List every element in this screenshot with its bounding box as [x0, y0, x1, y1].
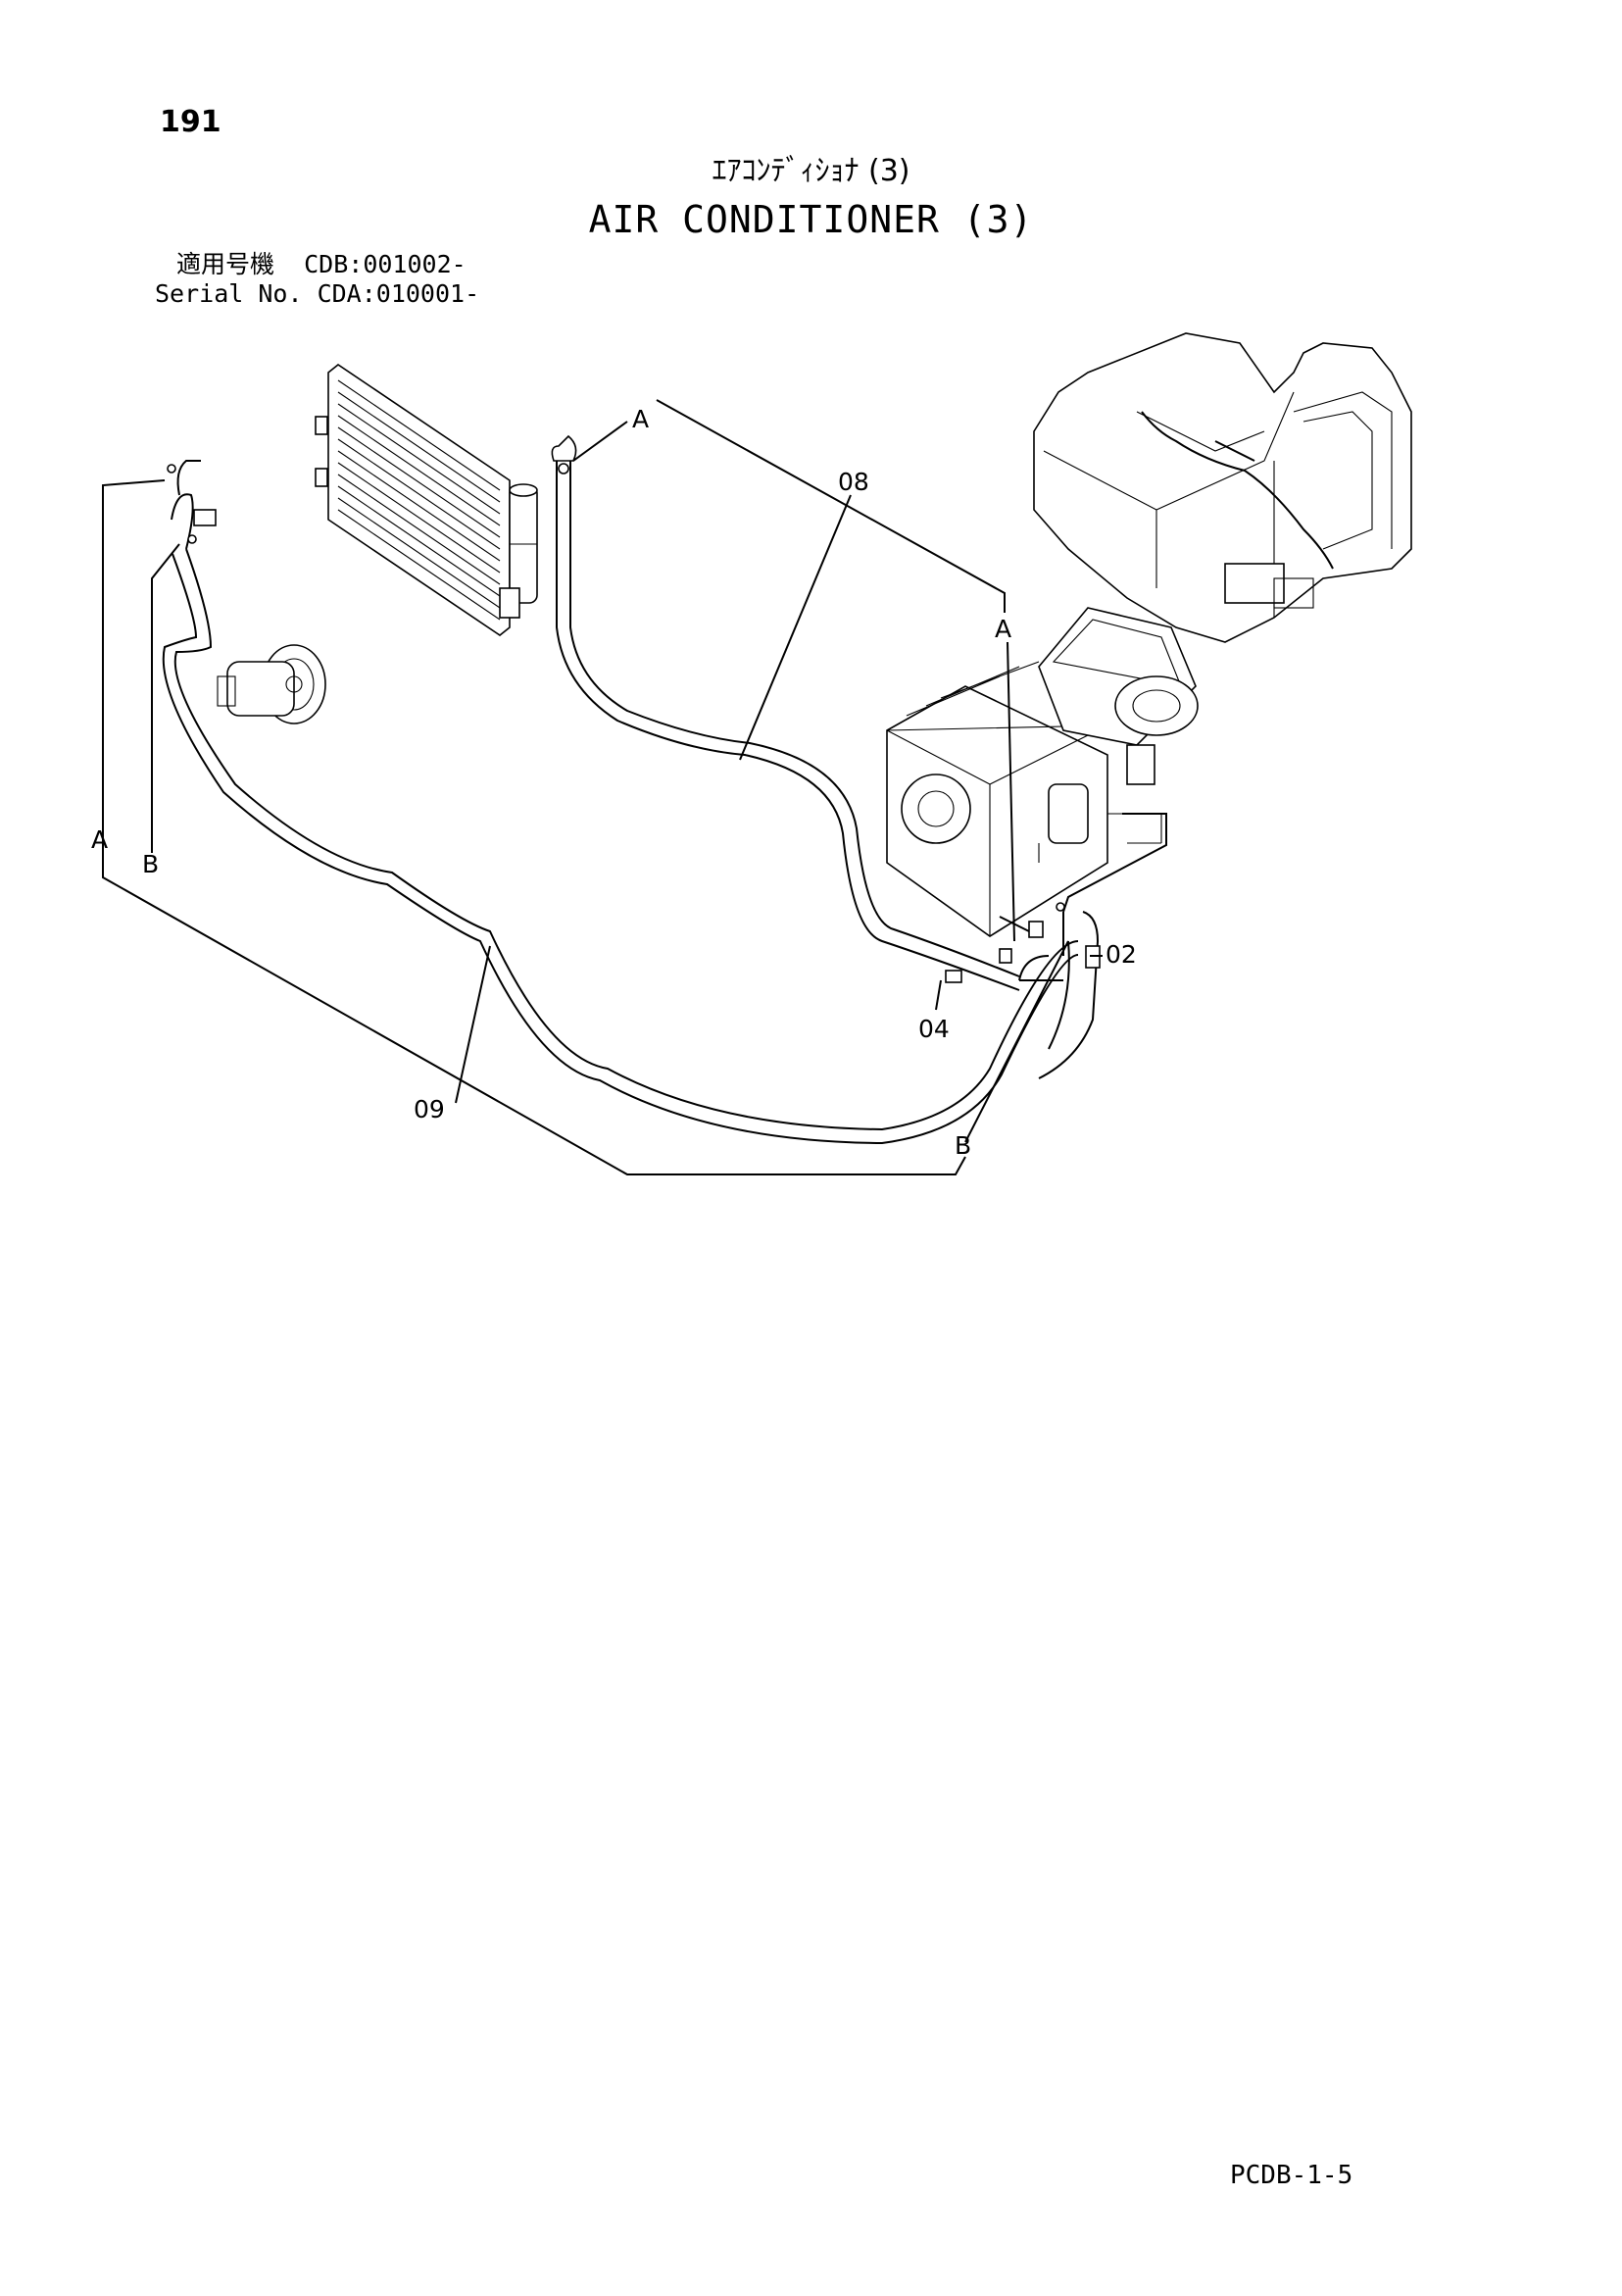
applicable-label: 適用号機: [176, 250, 275, 278]
serial-info: 適用号機 CDB:001002- Serial No. CDA:010001-: [155, 250, 479, 309]
fittings: [945, 902, 1101, 1079]
callout-04: 04: [918, 1015, 950, 1043]
leader-lines: [455, 494, 1103, 1143]
callout-a-left: A: [91, 825, 108, 854]
page-title: AIR CONDITIONER (3): [588, 198, 1034, 241]
compressor-unit: [217, 644, 326, 724]
callout-a-unit: A: [995, 615, 1011, 643]
callout-09: 09: [414, 1095, 445, 1123]
hose-08: [551, 434, 1063, 991]
callout-02: 02: [1106, 940, 1137, 969]
document-code: PCDB-1-5: [1230, 2161, 1353, 2190]
callout-a-top: A: [632, 405, 649, 433]
serial-label: Serial No.: [155, 279, 303, 308]
callout-b-left: B: [142, 850, 159, 878]
ac-unit: [886, 607, 1199, 937]
reference-lines: [102, 399, 1167, 1175]
machine-inset: [1033, 332, 1412, 643]
applicable-value: CDB:001002-: [304, 250, 467, 278]
page-title-jp: ｴｱｺﾝﾃﾞｨｼｮﾅ (3): [712, 154, 910, 188]
callout-08: 08: [838, 468, 869, 496]
condenser-unit: [315, 364, 538, 636]
hose-09: [162, 460, 1079, 1145]
serial-value: CDA:010001-: [317, 279, 480, 308]
page-number: 191: [160, 105, 221, 139]
callout-b-bottom: B: [955, 1131, 971, 1160]
